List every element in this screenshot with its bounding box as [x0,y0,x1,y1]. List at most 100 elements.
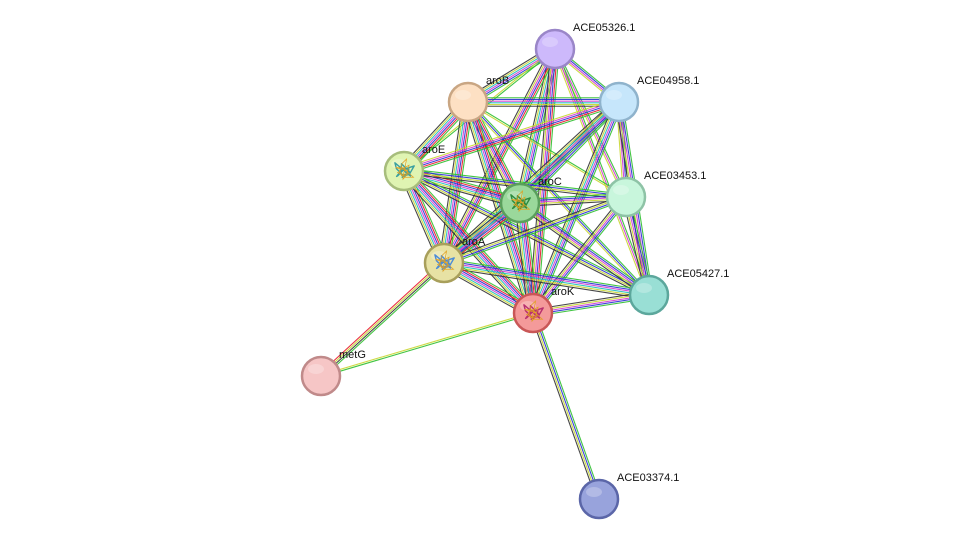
node-circle[interactable] [447,81,489,123]
edge-ACE05326.1-ACE05427.1 [552,48,652,296]
node-label: ACE05326.1 [573,22,635,34]
edge-evidence-line [443,195,626,263]
edge-evidence-line [556,48,629,197]
node-highlight [308,364,324,374]
node-circle[interactable] [628,274,670,316]
node-highlight [431,251,447,261]
edge-aroK-ACE03374.1 [530,311,602,501]
edge-evidence-line [533,197,628,315]
edge-evidence-line [444,197,627,265]
edge-evidence-line [404,168,651,294]
node-label: aroC [538,176,562,188]
edge-evidence-line [528,100,616,312]
node-aroA[interactable]: aroA [423,236,486,284]
protein-structure-icon [394,157,415,181]
edge-ACE03453.1-aroA [442,194,628,266]
edge-evidence-line [467,102,626,199]
edge-evidence-line [530,100,618,313]
node-label: aroK [551,286,575,298]
edge-evidence-line [401,172,531,316]
node-highlight [542,37,558,47]
protein-structure-icon [434,249,455,273]
node-label: aroE [422,144,445,156]
edge-evidence-line [552,49,648,296]
node-aroB[interactable]: aroB [447,75,509,123]
edge-aroK-metG [320,311,534,378]
edge-evidence-line [318,260,443,375]
node-aroC[interactable]: aroC [499,176,562,224]
edge-evidence-line [405,165,522,199]
edge-evidence-line [322,264,447,379]
edge-evidence-line [442,194,626,262]
node-ACE05427.1[interactable]: ACE05427.1 [628,268,729,316]
edge-evidence-line [468,100,627,197]
node-highlight [507,191,523,201]
edge-evidence-line [467,101,650,296]
edge-evidence-line [404,103,620,174]
edge-evidence-line [320,261,444,376]
node-ACE05326.1[interactable]: ACE05326.1 [534,22,635,70]
edge-evidence-line [444,198,628,266]
node-aroK[interactable]: aroK [512,286,575,334]
edge-evidence-line [529,194,624,312]
node-ACE04958.1[interactable]: ACE04958.1 [598,75,699,123]
node-highlight [520,301,536,311]
edge-evidence-line [440,101,466,263]
node-label: ACE03374.1 [617,472,679,484]
node-label: metG [339,349,366,361]
edge-evidence-line [531,195,626,313]
edge-evidence-line [404,104,621,175]
edge-evidence-line [447,50,560,266]
node-circle[interactable] [534,28,576,70]
node-highlight [391,159,407,169]
edge-evidence-line [444,261,650,295]
edge-evidence-line [443,264,649,299]
edge-evidence-line [554,48,650,296]
edge-evidence-line [404,167,627,196]
edge-aroB-ACE03453.1 [467,100,627,199]
edge-evidence-line [533,312,601,499]
edge-evidence-line [320,311,533,376]
edge-evidence-line [444,258,650,292]
node-label: ACE05427.1 [667,268,729,280]
edge-aroA-metG [318,260,447,379]
edge-evidence-line [321,263,445,378]
edge-evidence-line [443,101,469,264]
edge-aroB-ACE04958.1 [468,97,619,107]
node-label: ACE04958.1 [637,75,699,87]
edge-evidence-line [556,48,652,295]
edge-evidence-line [535,198,630,316]
node-circle[interactable] [300,355,342,397]
edge-evidence-line [402,98,619,169]
edge-evidence-line [532,196,627,314]
edge-evidence-line [441,101,467,263]
edge-evidence-line [530,313,598,501]
node-circle[interactable] [598,81,640,123]
protein-structure-icon [510,189,531,213]
edge-evidence-line [534,311,602,499]
edge-ACE04958.1-aroE [402,98,621,175]
edge-evidence-line [531,101,619,313]
edge-evidence-line [465,102,532,314]
edge-evidence-line [403,99,619,170]
node-label: ACE03453.1 [644,170,706,182]
node-metG[interactable]: metG [300,349,366,397]
node-highlight [455,90,471,100]
node-ACE03374.1[interactable]: ACE03374.1 [578,472,679,520]
node-highlight [586,487,602,497]
node-circle[interactable] [605,176,647,218]
edge-evidence-line [321,313,534,378]
edge-evidence-line [443,263,649,297]
edge-evidence-line [403,101,620,172]
node-label: aroA [462,236,486,248]
node-circle[interactable] [578,478,620,520]
edge-evidence-line [440,98,617,261]
node-highlight [606,90,622,100]
edge-evidence-line [444,259,650,294]
edge-ACE03453.1-aroK [529,194,630,316]
edge-evidence-line [441,47,554,263]
node-ACE03453.1[interactable]: ACE03453.1 [605,170,706,218]
node-aroE[interactable]: aroE [383,144,445,192]
